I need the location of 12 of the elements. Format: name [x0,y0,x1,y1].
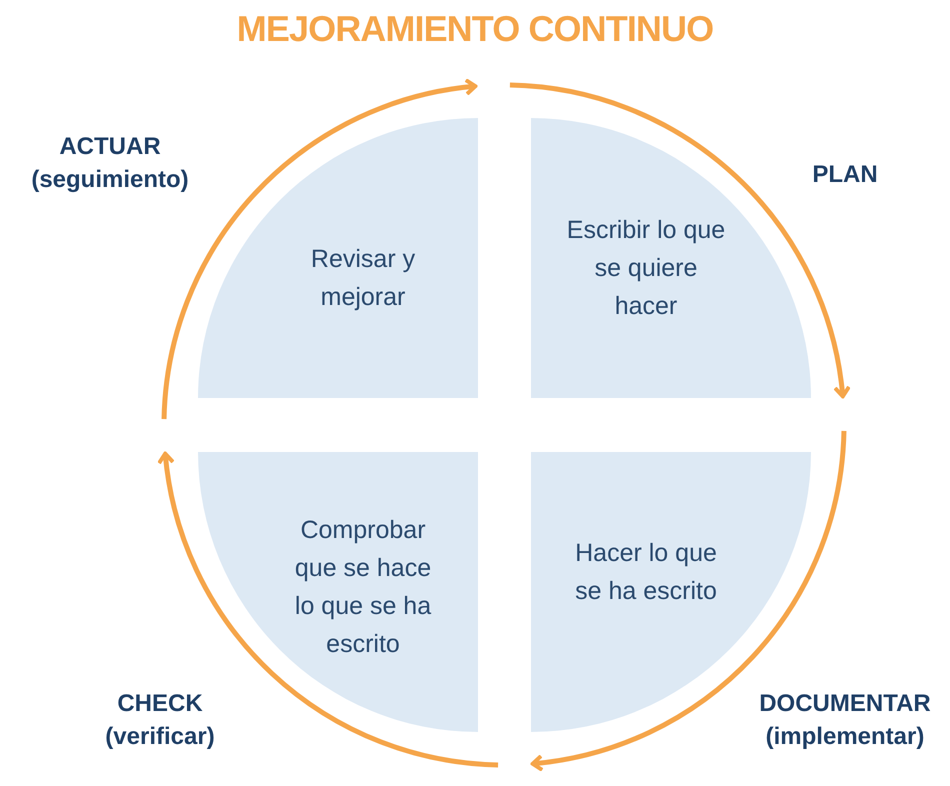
stage-label: DOCUMENTAR [758,689,932,719]
quadrant-text: Revisar y mejorar [310,244,416,313]
stage-label: (verificar) [104,722,216,752]
quadrant-text: Escribir lo que se quiere hacer [566,215,726,322]
stage-label: ACTUAR [58,132,162,162]
quadrant-text: Hacer lo que se ha escrito [574,538,718,607]
stage-label: CHECK [116,689,204,719]
stage-label: PLAN [811,160,879,190]
stage-label: (seguimiento) [30,165,190,195]
title: MEJORAMIENTO CONTINUO [236,7,714,51]
quadrant-text: Comprobar que se hace lo que se ha escrito [294,515,432,660]
stage-label: (implementar) [764,722,926,752]
